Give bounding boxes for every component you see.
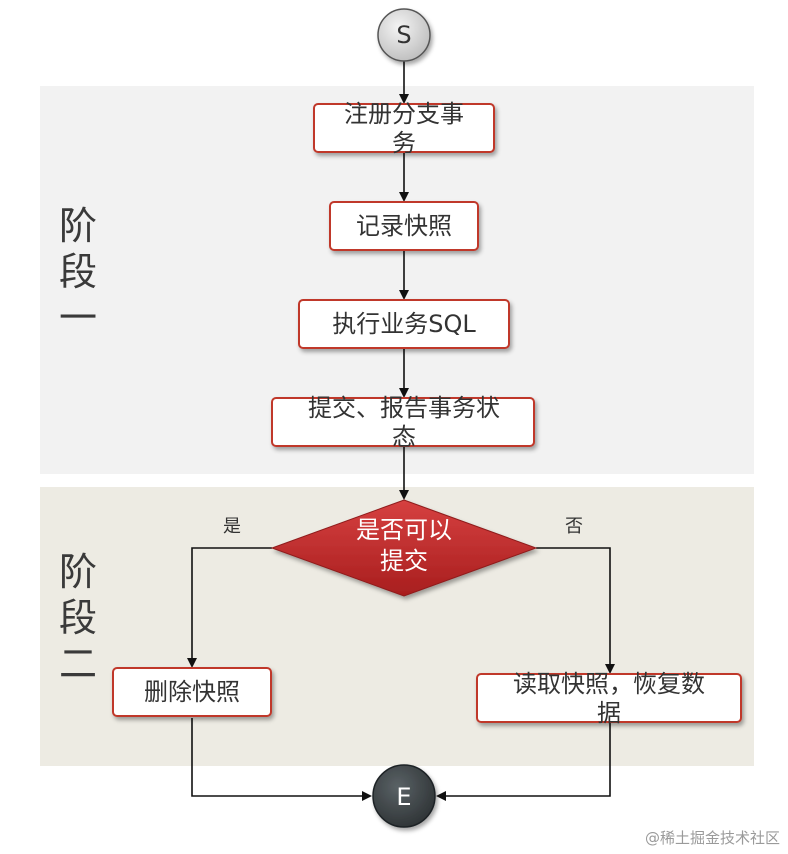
delete-snapshot-label: 删除快照 [144,678,240,706]
delete-snapshot-box: 删除快照 [112,667,272,717]
edge-decision-no [536,547,615,674]
edge-decision-yes [187,547,272,668]
register-branch-line-1: 注册分支事 [344,100,464,128]
no-label: 否 [565,516,583,537]
yes-label: 是 [223,516,241,537]
record-snapshot-label: 记录快照 [356,212,452,240]
edge-delete-end [191,718,372,801]
execute-sql-box: 执行业务SQL [298,299,510,349]
start-label: S [396,21,411,49]
end-node: E [372,764,436,828]
restore-data-box: 读取快照，恢复数 据 [476,670,742,727]
end-label: E [396,783,411,811]
commit-report-box: 提交、报告事务状 态 [271,394,535,451]
commit-decision: 是否可以 提交 [270,499,538,597]
register-branch-line-2: 务 [392,129,416,157]
decision-line-2: 提交 [380,547,428,575]
connectors [187,60,615,801]
restore-data-line-1: 读取快照，恢复数 [513,670,705,698]
edge-restore-end [436,722,611,801]
execute-sql-label: 执行业务SQL [332,310,476,338]
phase-one-label: 阶段一 [58,204,97,340]
commit-report-line-2: 态 [392,423,416,451]
decision-line-1: 是否可以 [356,516,452,544]
phase-two-label: 阶段二 [58,550,97,686]
record-snapshot-box: 记录快照 [329,201,479,251]
start-node: S [377,8,431,62]
watermark: @稀土掘金技术社区 [644,829,780,847]
commit-report-line-1: 提交、报告事务状 [308,394,500,422]
register-branch-box: 注册分支事 务 [313,100,495,157]
restore-data-line-2: 据 [597,699,621,727]
